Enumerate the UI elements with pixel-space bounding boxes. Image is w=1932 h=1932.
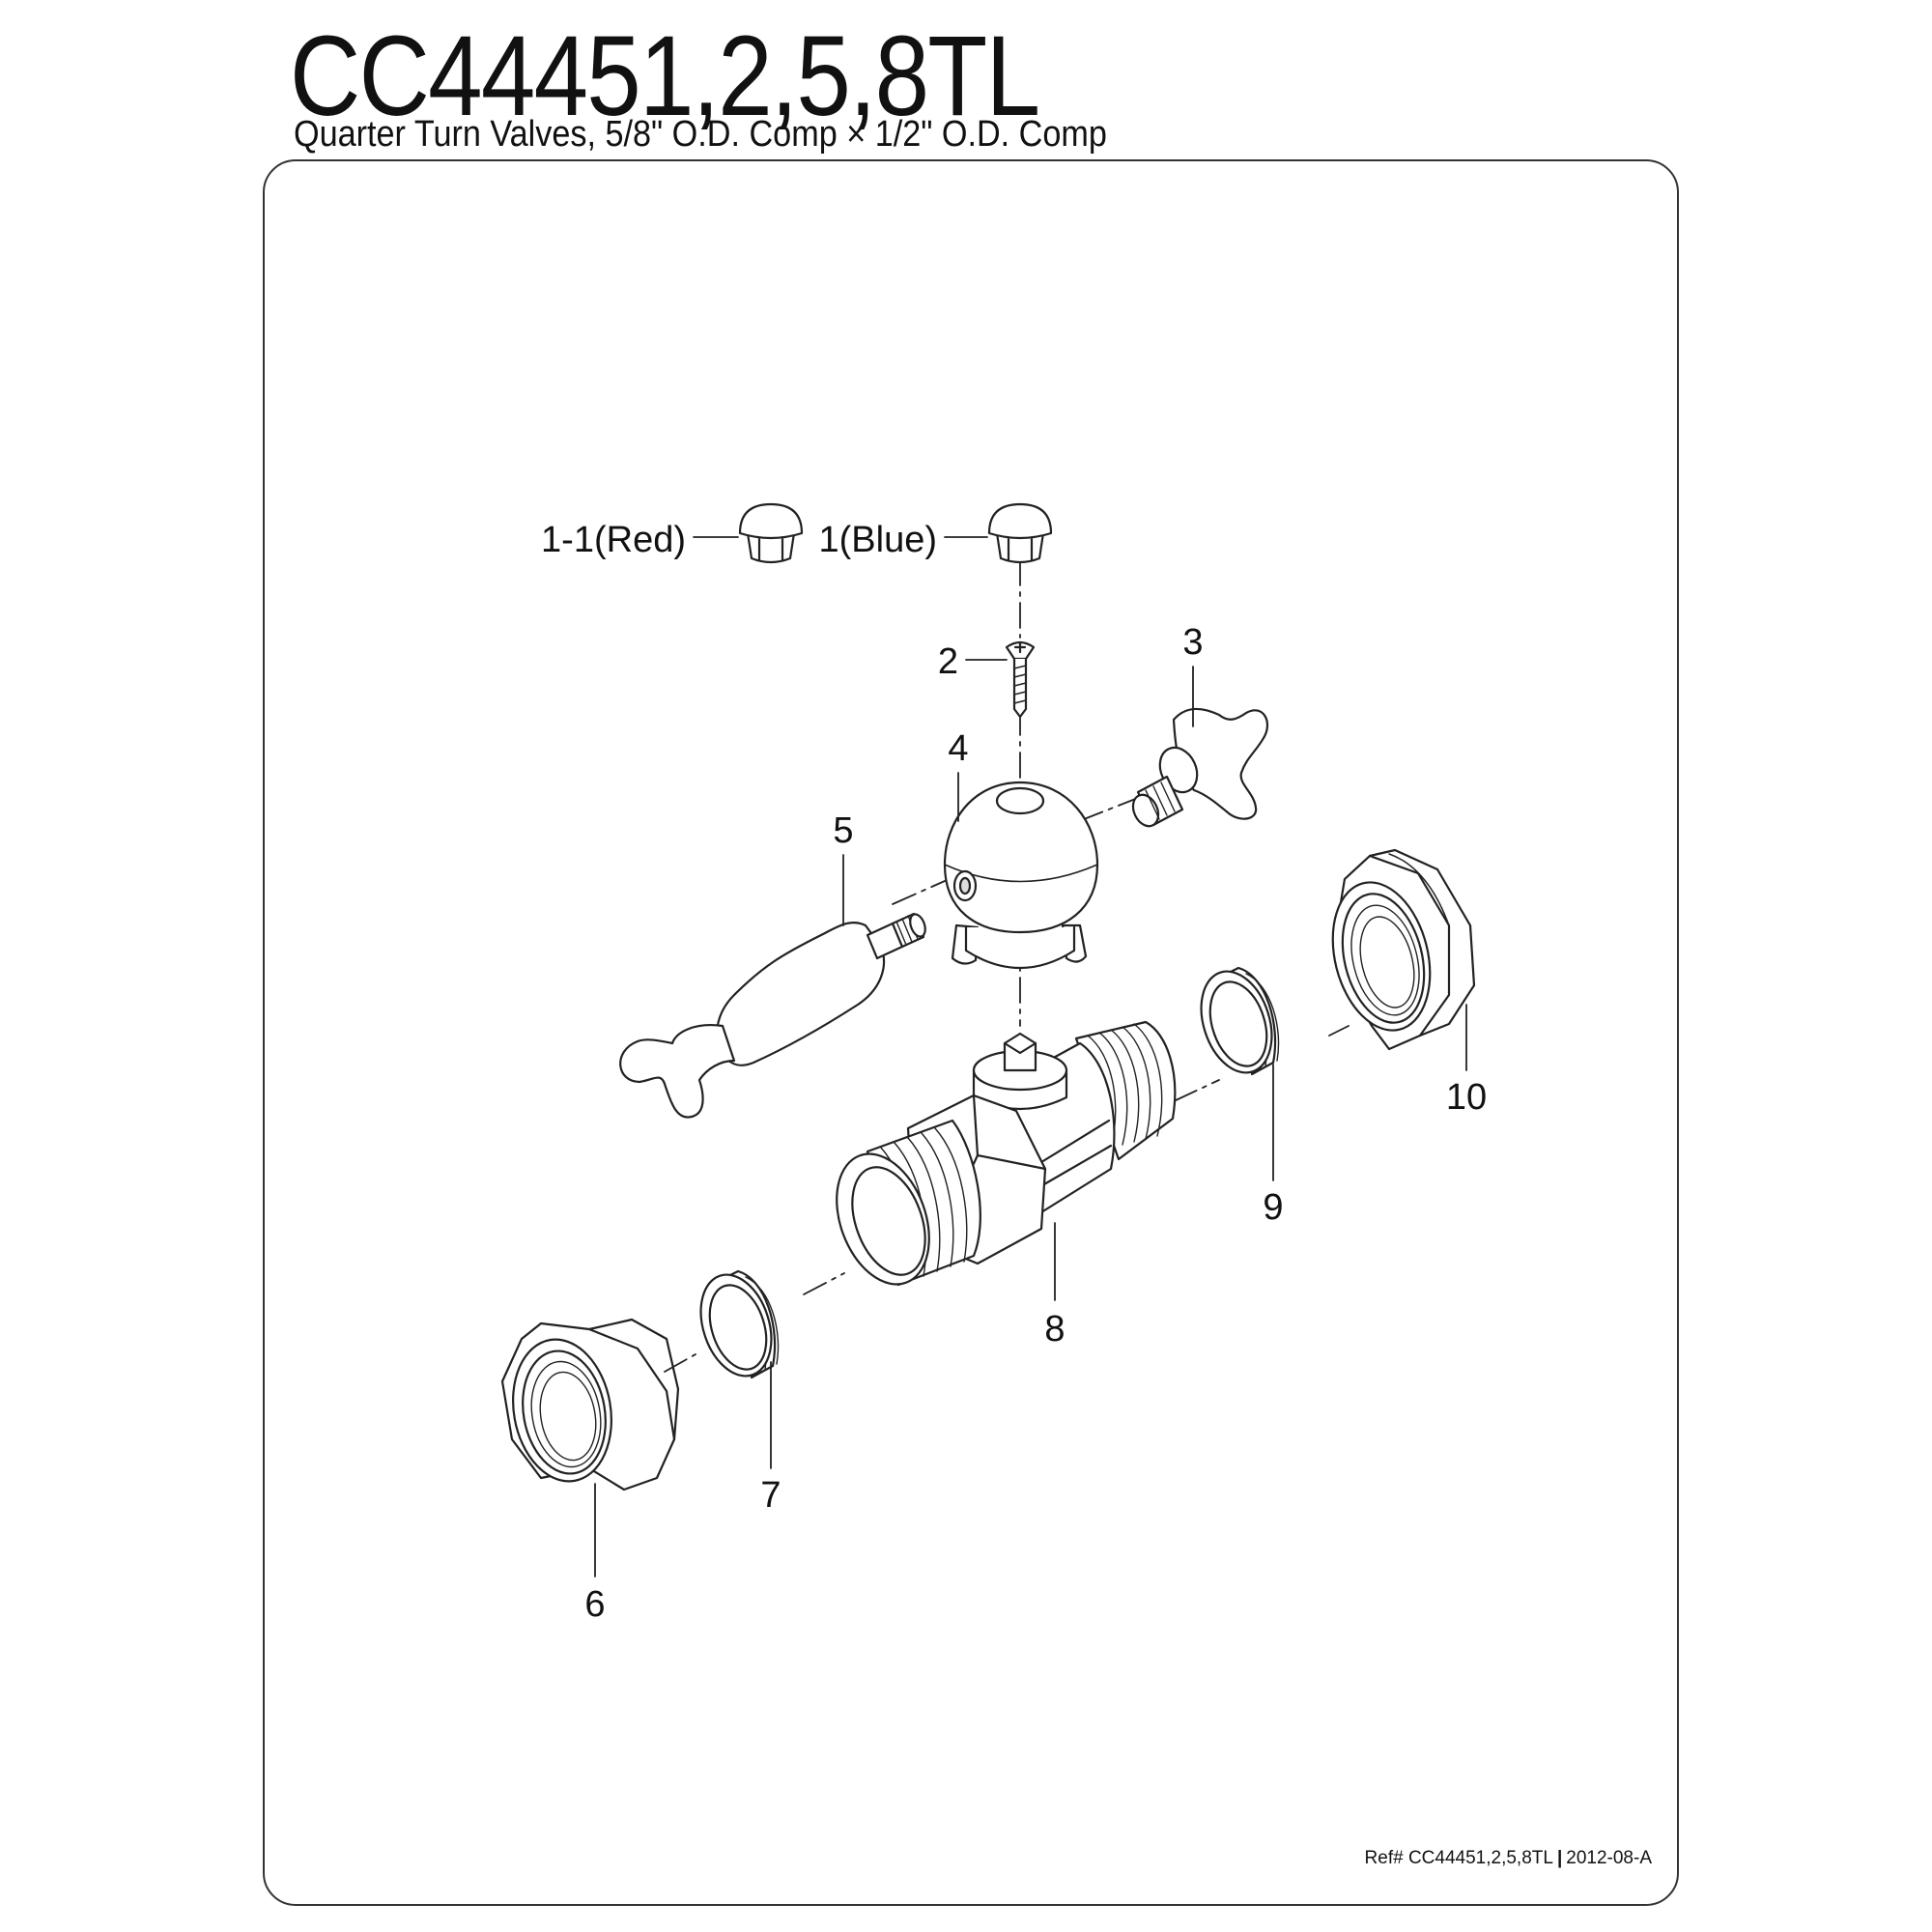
compression-ring-9[interactable] <box>1189 962 1284 1082</box>
reference-footer: Ref# CC44451,2,5,8TL|2012-08-A <box>1365 1848 1652 1869</box>
compression-ring-7[interactable] <box>689 1265 783 1385</box>
callout-label-2: 2 <box>938 641 958 682</box>
callout-leader-lines <box>594 536 1467 1577</box>
callout-label-1-1: 1-1(Red) <box>541 520 686 560</box>
callout-label-1: 1(Blue) <box>819 520 938 560</box>
callout-label-5: 5 <box>833 810 853 851</box>
reference-number: Ref# CC44451,2,5,8TL <box>1364 1848 1553 1868</box>
callout-label-3: 3 <box>1182 622 1203 663</box>
cap-red-1-1[interactable] <box>738 502 804 564</box>
compression-nut-6[interactable] <box>500 1318 680 1492</box>
model-number-title: CC44451,2,5,8TL <box>290 13 1040 140</box>
cap-blue-1[interactable] <box>987 502 1053 564</box>
cross-handle-3[interactable] <box>1128 707 1269 831</box>
callout-label-8: 8 <box>1044 1309 1065 1350</box>
lever-handle-5[interactable] <box>619 912 927 1119</box>
screw-2[interactable] <box>1005 640 1036 719</box>
compression-nut-10[interactable] <box>1319 848 1476 1051</box>
product-description: Quarter Turn Valves, 5/8" O.D. Comp × 1/… <box>294 114 1107 155</box>
reference-separator: | <box>1556 1848 1563 1868</box>
callout-label-10: 10 <box>1446 1077 1487 1118</box>
revision-code: 2012-08-A <box>1566 1848 1652 1868</box>
callout-label-7: 7 <box>760 1475 781 1516</box>
handle-hub-4[interactable] <box>943 781 1099 970</box>
valve-body-8[interactable] <box>820 1020 1177 1297</box>
callout-label-6: 6 <box>584 1584 605 1625</box>
callout-label-9: 9 <box>1263 1187 1283 1228</box>
callout-label-4: 4 <box>948 728 968 769</box>
diagram-frame <box>263 159 1679 1906</box>
